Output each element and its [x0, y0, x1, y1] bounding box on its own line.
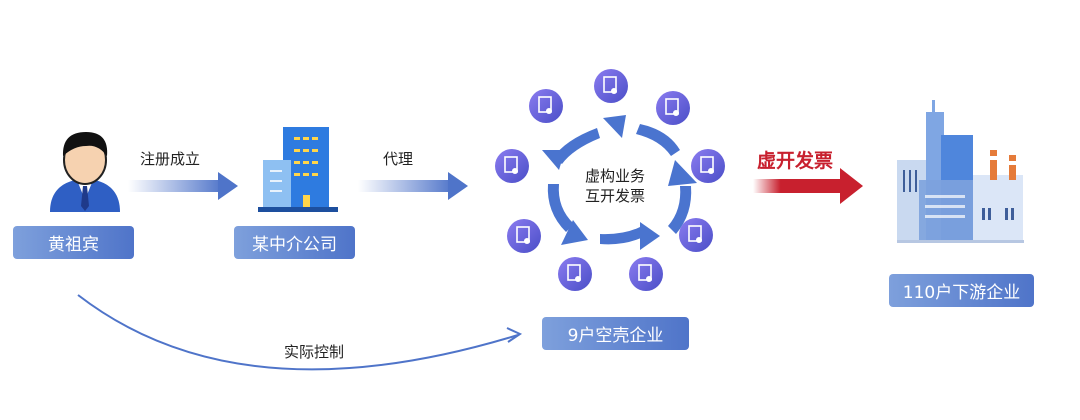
doc-circle-icon	[594, 69, 628, 103]
arrow-proxy	[358, 172, 468, 200]
arrow-register	[128, 172, 238, 200]
node-company: 某中介公司	[234, 226, 355, 259]
doc-circle-icon	[679, 218, 713, 252]
node-person: 黄祖宾	[13, 226, 134, 259]
doc-circle-icon	[507, 219, 541, 253]
person-icon	[50, 132, 120, 212]
edge-label-control: 实际控制	[284, 343, 345, 361]
arrow-invoice	[753, 168, 863, 204]
edge-label-invoice: 虚开发票	[757, 150, 834, 172]
node-shells: 9户空壳企业	[542, 317, 689, 350]
node-downstream: 110户下游企业	[889, 274, 1034, 307]
cycle-line-1: 虚构业务	[584, 167, 645, 185]
edge-label-proxy: 代理	[383, 150, 414, 168]
cycle-line-2: 互开发票	[584, 187, 645, 205]
cycle-text: 虚构业务 互开发票	[570, 166, 660, 206]
building-icon	[258, 127, 338, 212]
doc-circle-icon	[691, 149, 725, 183]
factory-icon	[897, 100, 1024, 243]
cycle-arrows	[542, 115, 697, 250]
doc-circle-icon	[495, 149, 529, 183]
doc-circle-icon	[629, 257, 663, 291]
doc-circle-icon	[558, 257, 592, 291]
arrow-control	[77, 294, 523, 371]
doc-circle-icon	[656, 91, 690, 125]
edge-label-register: 注册成立	[140, 150, 201, 168]
shell-company-icons	[495, 69, 725, 291]
doc-circle-icon	[529, 89, 563, 123]
